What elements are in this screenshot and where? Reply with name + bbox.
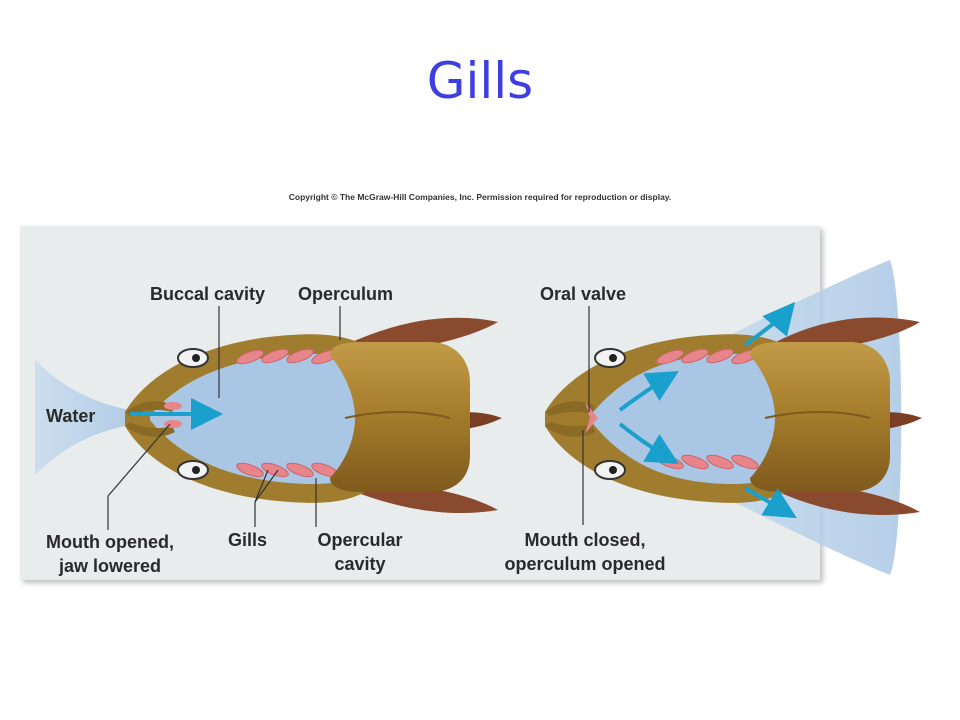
- label-oral-valve: Oral valve: [540, 284, 627, 304]
- oral-valve-closed: [585, 402, 598, 434]
- water-plume-left: [35, 360, 130, 475]
- label-opercular-cavity-line2: cavity: [334, 554, 386, 574]
- leader-lines: [107, 306, 590, 530]
- oral-valve-upper-left: [164, 402, 182, 410]
- fish-mouth-opened: [35, 317, 502, 514]
- label-mouth-closed: Mouth closed, operculum opened: [480, 528, 690, 576]
- body-block-left: [330, 342, 470, 492]
- label-mouth-opened-line2: jaw lowered: [58, 556, 162, 576]
- label-opercular-cavity-line1: Opercular: [317, 530, 403, 550]
- upper-jaw-right: [545, 401, 595, 416]
- outflow-arrows: [618, 301, 797, 519]
- buccal-cavity-shape: [150, 353, 360, 485]
- body-block-right: [750, 342, 890, 492]
- slide-title: Gills: [426, 52, 534, 110]
- label-mouth-closed-line1: Mouth closed,: [524, 530, 646, 550]
- label-opercular-cavity: Opercular cavity: [300, 528, 420, 576]
- fish-mouth-closed: [545, 260, 922, 575]
- label-mouth-opened-line1: Mouth opened,: [46, 532, 174, 552]
- label-buccal-cavity: Buccal cavity: [150, 284, 266, 304]
- label-gills: Gills: [228, 530, 268, 550]
- label-mouth-opened: Mouth opened, jaw lowered: [30, 530, 190, 578]
- oral-valve-lower-left: [164, 420, 182, 428]
- label-water: Water: [46, 406, 96, 426]
- label-operculum: Operculum: [298, 284, 394, 304]
- opercular-cavity-shape: [590, 353, 780, 485]
- copyright-notice: Copyright © The McGraw-Hill Companies, I…: [288, 192, 672, 202]
- label-mouth-closed-line2: operculum opened: [504, 554, 666, 574]
- gill-filaments-right: [656, 348, 759, 470]
